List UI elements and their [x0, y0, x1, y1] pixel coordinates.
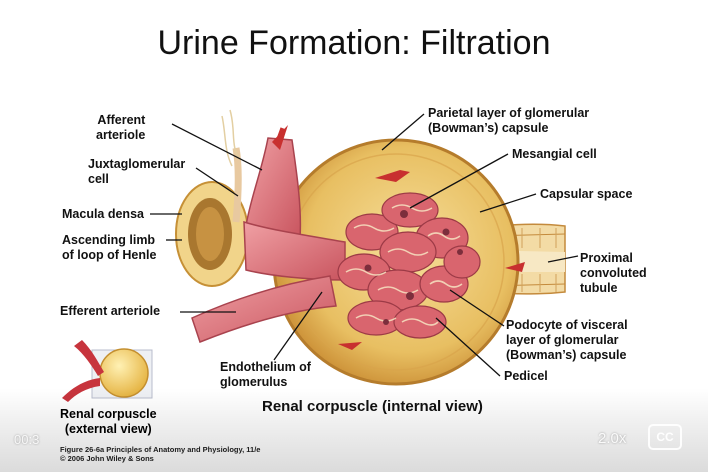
afferent-arteriole — [245, 137, 302, 239]
label-afferent-arteriole: Afferent arteriole — [96, 113, 146, 142]
efferent-arteriole — [191, 275, 337, 343]
playback-speed-button[interactable]: 2.0x — [598, 430, 627, 447]
flow-arrows — [272, 125, 525, 350]
label-parietal-layer: Parietal layer of glomerular (Bowman’s) … — [428, 106, 590, 135]
figure-credit: Figure 26-6a Principles of Anatomy and P… — [60, 445, 261, 463]
label-mesangial-cell: Mesangial cell — [512, 147, 597, 161]
label-proximal-tubule: Proximal convoluted tubule — [580, 251, 647, 295]
time-readout: 00:3 — [14, 432, 40, 447]
label-capsular-space: Capsular space — [540, 187, 633, 201]
ascending-limb-loop-of-henle — [175, 181, 249, 287]
label-pedicel: Pedicel — [504, 369, 548, 383]
slide-title: Urine Formation: Filtration — [157, 24, 551, 62]
external-view-thumbnail — [62, 340, 153, 402]
label-juxtaglomerular-cell: Juxtaglomerular cell — [88, 157, 186, 186]
caption-external-view: Renal corpuscle (external view) — [60, 407, 157, 436]
leader-lines — [150, 113, 579, 377]
label-macula-densa: Macula densa — [62, 207, 144, 221]
closed-captions-button[interactable]: CC — [648, 424, 682, 450]
caption-internal-view: Renal corpuscle (internal view) — [262, 398, 483, 415]
label-endothelium: Endothelium of glomerulus — [220, 360, 311, 389]
label-efferent-arteriole: Efferent arteriole — [60, 304, 161, 318]
label-podocyte: Podocyte of visceral layer of glomerular… — [506, 318, 628, 362]
label-ascending-limb: Ascending limb of loop of Henle — [62, 233, 157, 262]
